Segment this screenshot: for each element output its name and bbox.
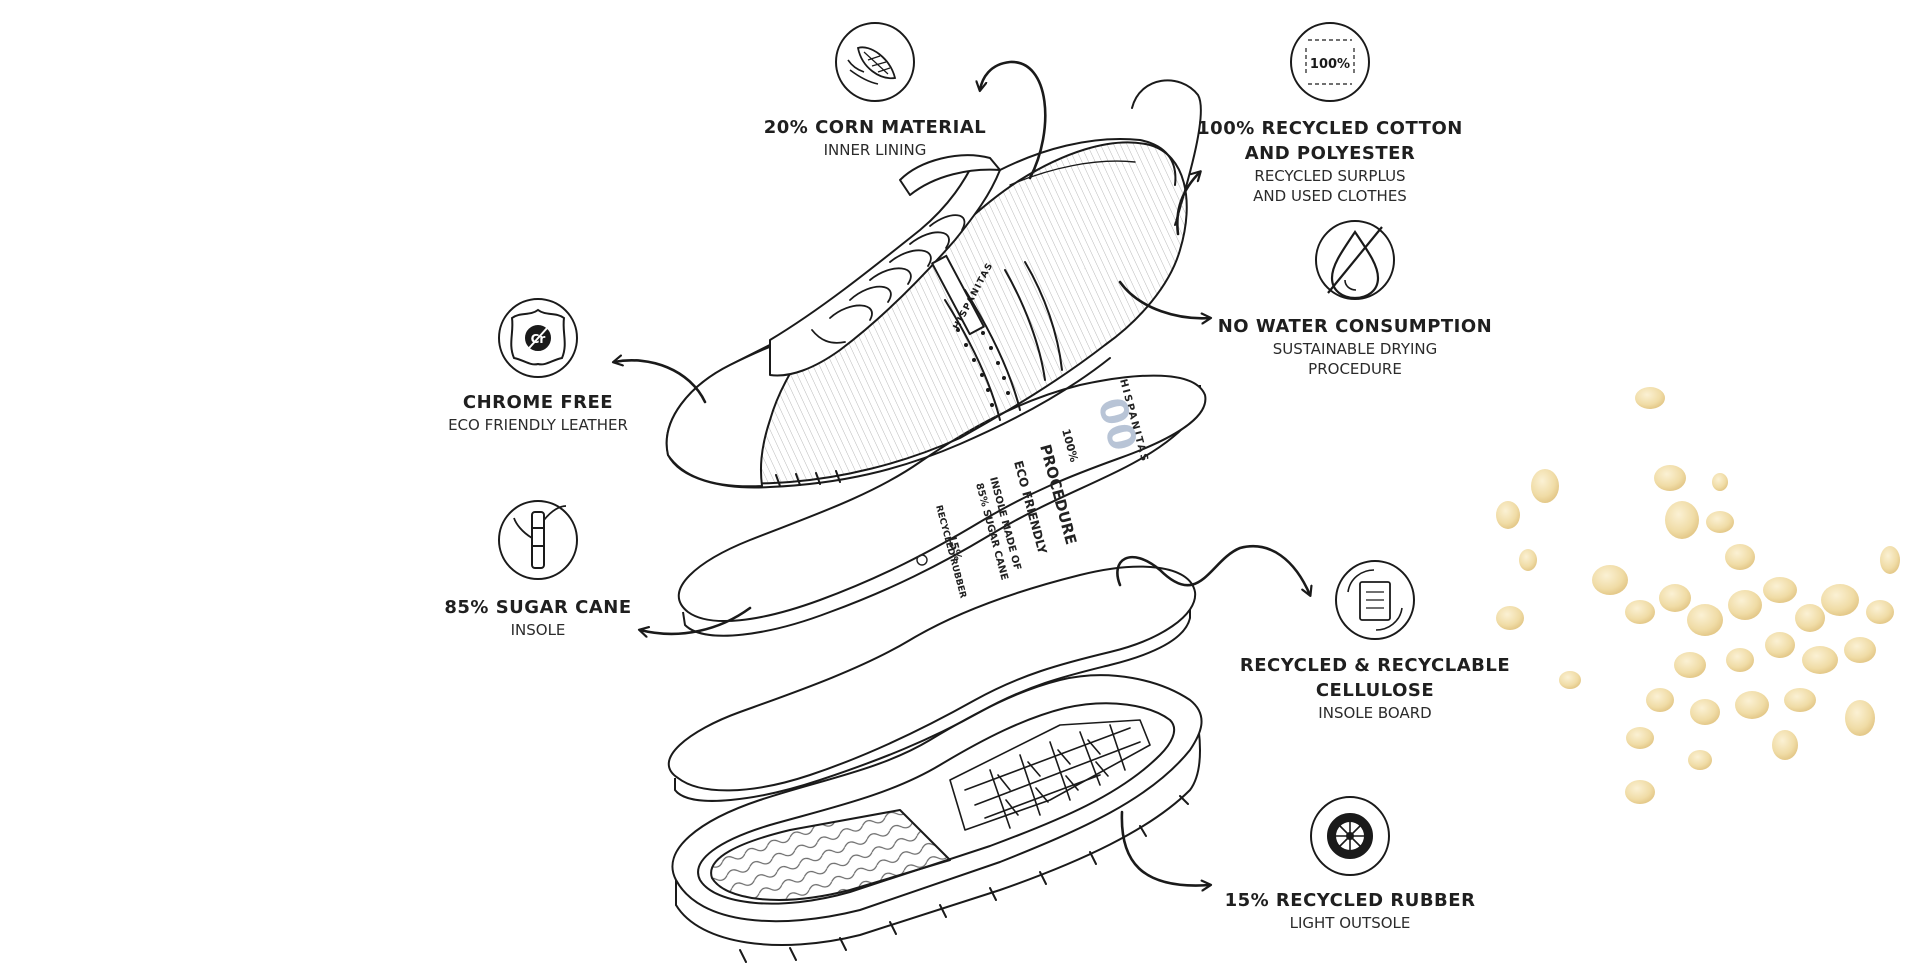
callout-subtitle-line-2: AND USED CLOTHES [1253, 187, 1407, 205]
recycled-cotton-icon: 100% [1290, 22, 1370, 102]
callout-subtitle-line-1: RECYCLED SURPLUS [1254, 167, 1406, 185]
callout-arrows [614, 60, 1310, 886]
callout-subtitle: LIGHT OUTSOLE [1289, 914, 1411, 932]
cotton-icon-text: 100% [1310, 57, 1350, 72]
callout-recycled-cellulose: RECYCLED & RECYCLABLE CELLULOSE INSOLE B… [1225, 653, 1525, 723]
arrow-cellulose [1116, 545, 1310, 595]
callout-title-line-2: AND POLYESTER [1244, 143, 1416, 164]
callout-subtitle-line-2: PROCEDURE [1308, 360, 1402, 378]
callout-no-water: NO WATER CONSUMPTION SUSTAINABLE DRYING … [1200, 314, 1510, 379]
insole-board-illustration [667, 565, 1197, 802]
callout-subtitle: INSOLE [510, 621, 566, 639]
callout-recycled-cotton: 100% RECYCLED COTTON AND POLYESTER RECYC… [1180, 116, 1480, 206]
callout-sugar-cane: 85% SUGAR CANE INSOLE [398, 595, 678, 640]
chrome-free-leather-icon: Cr [498, 298, 578, 378]
sugar-cane-icon [498, 500, 578, 580]
callout-title: 85% SUGAR CANE [444, 597, 632, 618]
callout-title: 15% RECYCLED RUBBER [1224, 890, 1476, 911]
callout-title-line-1: 100% RECYCLED COTTON [1197, 118, 1463, 139]
callout-subtitle: INSOLE BOARD [1318, 704, 1432, 722]
corn-icon [835, 22, 915, 102]
callout-subtitle-line-1: SUSTAINABLE DRYING [1272, 340, 1438, 358]
recycled-cellulose-icon [1335, 560, 1415, 640]
corn-kernels-decoration [1496, 387, 1900, 804]
arrow-sugar [640, 606, 752, 634]
arrow-corn [980, 60, 1047, 180]
callout-subtitle: ECO FRIENDLY LEATHER [448, 416, 628, 434]
arrow-chrome [614, 360, 707, 404]
callout-title-line-2: CELLULOSE [1315, 680, 1435, 701]
callout-title: 20% CORN MATERIAL [763, 117, 987, 138]
callout-title: NO WATER CONSUMPTION [1217, 316, 1493, 337]
arrow-water [1118, 280, 1210, 318]
insole-logo-mark [916, 554, 928, 566]
callout-chrome-free: CHROME FREE ECO FRIENDLY LEATHER [398, 390, 678, 435]
insole-illustration: HISPANITAS 00 100% PROCEDURE ECO FRIENDL… [677, 374, 1207, 637]
recycled-rubber-wheel-icon [1310, 796, 1390, 876]
callout-recycled-rubber: 15% RECYCLED RUBBER LIGHT OUTSOLE [1200, 888, 1500, 933]
callout-corn-material: 20% CORN MATERIAL INNER LINING [725, 115, 1025, 160]
no-water-icon [1315, 220, 1395, 300]
shoe-upper-illustration: HISPANITAS [665, 79, 1202, 489]
callout-subtitle: INNER LINING [823, 141, 927, 159]
callout-title: CHROME FREE [462, 392, 614, 413]
outsole-illustration [671, 674, 1203, 963]
callout-title-line-1: RECYCLED & RECYCLABLE [1239, 655, 1511, 676]
arrow-rubber [1120, 810, 1210, 886]
arrow-cotton [1176, 172, 1200, 236]
